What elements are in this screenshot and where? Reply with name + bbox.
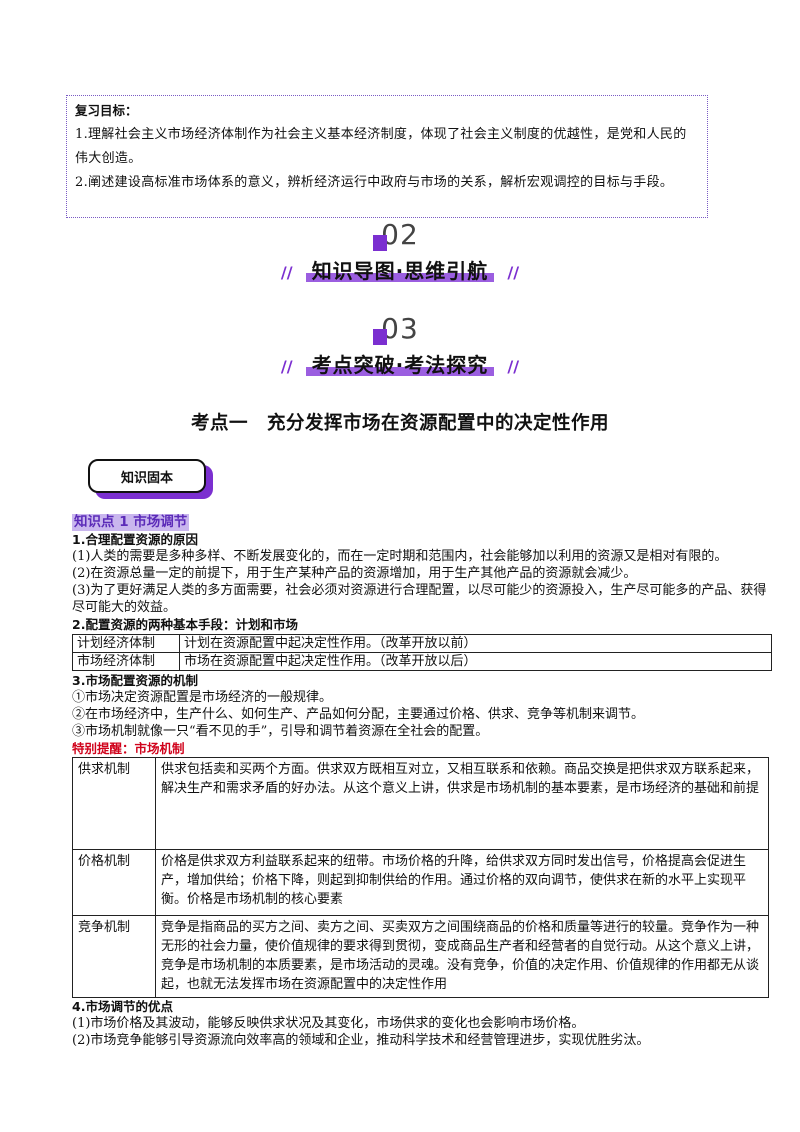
section-heading: 4.市场调节的优点 xyxy=(72,999,173,1014)
table-cell-key: 计划经济体制 xyxy=(72,634,180,653)
slash-decoration-icon: // xyxy=(507,263,520,282)
knowledge-point-label: 知识点 1 市场调节 xyxy=(72,514,190,531)
section-banner-02: 02 // 知识导图·思维引航 // xyxy=(0,218,800,284)
mechanism-table: 供求机制 供求包括卖和买两个方面。供求双方既相互对立，又相互联系和依赖。商品交换… xyxy=(72,757,769,998)
section-banner-03: 03 // 考点突破·考法探究 // xyxy=(0,312,800,378)
paragraph: (2)市场竞争能够引导资源流向效率高的领域和企业，推动科学技术和经营管理进步，实… xyxy=(72,1033,650,1048)
table-row: 供求机制 供求包括卖和买两个方面。供求双方既相互对立，又相互联系和依赖。商品交换… xyxy=(72,757,769,850)
paragraph: ③市场机制就像一只“看不见的手”，引导和调节着资源在全社会的配置。 xyxy=(72,724,489,739)
section-heading: 3.市场配置资源的机制 xyxy=(72,673,198,688)
paragraph: (2)在资源总量一定的前提下，用于生产某种产品的资源增加，用于生产其他产品的资源… xyxy=(72,566,637,581)
table-cell-value: 计划在资源配置中起决定性作用。（改革开放以前） xyxy=(179,634,772,653)
table-cell-key: 价格机制 xyxy=(72,849,156,916)
topic-title: 考点一 充分发挥市场在资源配置中的决定性作用 xyxy=(190,413,609,434)
goal-item-1: 1.理解社会主义市场经济体制作为社会主义基本经济制度，体现了社会主义制度的优越性… xyxy=(75,127,687,166)
special-reminder: 特别提醒：市场机制 xyxy=(72,741,185,756)
table-cell-key: 供求机制 xyxy=(72,757,156,850)
paragraph: ②在市场经济中，生产什么、如何生产、产品如何分配，主要通过价格、供求、竞争等机制… xyxy=(72,707,645,722)
banner-number: 03 xyxy=(373,312,419,345)
banner-title: 考点突破·考法探究 xyxy=(298,349,503,378)
content-body: 知识点 1 市场调节 1.合理配置资源的原因 (1)人类的需要是多种多样、不断发… xyxy=(72,514,772,1049)
banner-number: 02 xyxy=(373,218,419,251)
section-heading: 1.合理配置资源的原因 xyxy=(72,532,198,547)
table-cell-value: 竞争是指商品的买方之间、卖方之间、买卖双方之间围绕商品的价格和质量等进行的较量。… xyxy=(155,915,769,998)
allocation-table: 计划经济体制 计划在资源配置中起决定性作用。（改革开放以前） 市场经济体制 市场… xyxy=(72,634,772,671)
table-cell-key: 竞争机制 xyxy=(72,915,156,998)
review-goals-box: 复习目标： 1.理解社会主义市场经济体制作为社会主义基本经济制度，体现了社会主义… xyxy=(66,95,708,218)
table-cell-key: 市场经济体制 xyxy=(72,652,180,671)
knowledge-badge: 知识固本 xyxy=(88,459,206,493)
paragraph: (1)市场价格及其波动，能够反映供求状况及其变化，市场供求的变化也会影响市场价格… xyxy=(72,1016,585,1031)
table-cell-value: 供求包括卖和买两个方面。供求双方既相互对立，又相互联系和依赖。商品交换是把供求双… xyxy=(155,757,769,850)
review-goals-title: 复习目标： xyxy=(75,103,138,118)
table-cell-value: 价格是供求双方利益联系起来的纽带。市场价格的升降，给供求双方同时发出信号，价格提… xyxy=(155,849,769,916)
table-row: 价格机制 价格是供求双方利益联系起来的纽带。市场价格的升降，给供求双方同时发出信… xyxy=(72,849,769,916)
slash-decoration-icon: // xyxy=(280,357,293,376)
goal-item-2: 2.阐述建设高标准市场体系的意义，辨析经济运行中政府与市场的关系，解析宏观调控的… xyxy=(75,175,674,190)
table-row: 竞争机制 竞争是指商品的买方之间、卖方之间、买卖双方之间围绕商品的价格和质量等进… xyxy=(72,915,769,998)
paragraph: ①市场决定资源配置是市场经济的一般规律。 xyxy=(72,690,333,705)
section-heading: 2.配置资源的两种基本手段：计划和市场 xyxy=(72,617,298,632)
table-cell-value: 市场在资源配置中起决定性作用。（改革开放以后） xyxy=(179,652,772,671)
paragraph: (3)为了更好满足人类的多方面需要，社会必须对资源进行合理配置，以尽可能少的资源… xyxy=(72,583,767,615)
slash-decoration-icon: // xyxy=(507,357,520,376)
banner-title: 知识导图·思维引航 xyxy=(298,255,503,284)
table-row: 计划经济体制 计划在资源配置中起决定性作用。（改革开放以前） xyxy=(72,634,772,653)
slash-decoration-icon: // xyxy=(280,263,293,282)
table-row: 市场经济体制 市场在资源配置中起决定性作用。（改革开放以后） xyxy=(72,652,772,671)
paragraph: (1)人类的需要是多种多样、不断发展变化的，而在一定时期和范围内，社会能够加以利… xyxy=(72,549,728,564)
